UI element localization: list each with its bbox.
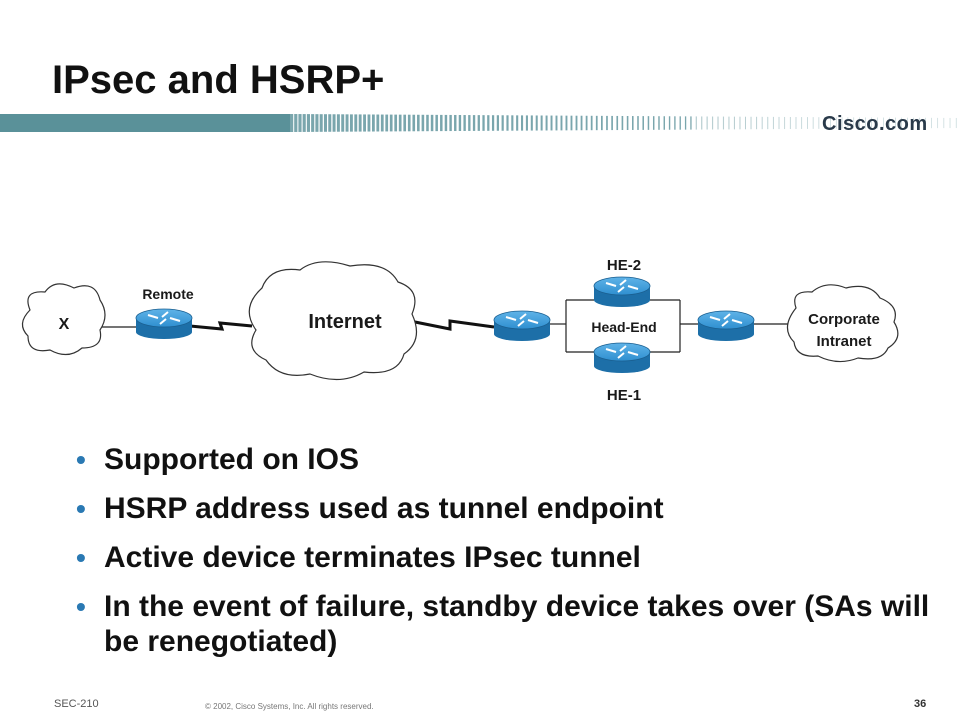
bullet-item: • HSRP address used as tunnel endpoint [72,491,934,526]
he1-label: HE-1 [607,387,641,404]
bullet-dot-icon: • [76,591,86,622]
banner-stripes [290,114,957,132]
slide-title: IPsec and HSRP+ [52,58,385,102]
bullet-item: • Supported on IOS [72,442,934,477]
bullet-dot-icon: • [76,542,86,573]
cisco-logo: Cisco.com [822,113,928,135]
bullet-item: • In the event of failure, standby device… [72,589,934,659]
remote-router-icon [135,308,193,340]
bullet-list: • Supported on IOS • HSRP address used as … [72,442,934,673]
bullet-dot-icon: • [76,493,86,524]
bullet-dot-icon: • [76,444,86,475]
course-code: SEC-210 [54,698,99,710]
internet-cloud [248,261,418,381]
internet-label: Internet [308,311,382,333]
corporate-label-line1: Corporate [808,311,880,328]
bullet-text: HSRP address used as tunnel endpoint [104,492,664,525]
corporate-router-icon [697,310,755,342]
title-banner [0,114,957,132]
headend-box [565,299,681,353]
corporate-cloud [786,284,899,363]
page-number: 36 [914,698,927,710]
he2-label: HE-2 [607,257,641,274]
remote-cloud [21,283,106,356]
serial-link-remote-internet [189,321,253,331]
bullet-text: Active device terminates IPsec tunnel [104,541,641,574]
remote-router-label: Remote [142,286,194,302]
bullet-text: Supported on IOS [104,443,359,476]
corporate-label-line2: Intranet [816,333,871,350]
bullet-text: In the event of failure, standby device … [104,590,930,658]
copyright: © 2002, Cisco Systems, Inc. All rights r… [205,702,374,711]
remote-cloud-label: X [59,316,70,333]
internet-edge-router-icon [493,310,551,342]
headend-label: Head-End [591,319,656,335]
network-diagram: X Remote Internet HE-2 Head-End HE-1 Cor… [21,257,899,404]
he2-router-icon [593,276,651,308]
serial-link-internet-headend [409,319,495,331]
he1-router-icon [593,342,651,374]
bullet-item: • Active device terminates IPsec tunnel [72,540,934,575]
